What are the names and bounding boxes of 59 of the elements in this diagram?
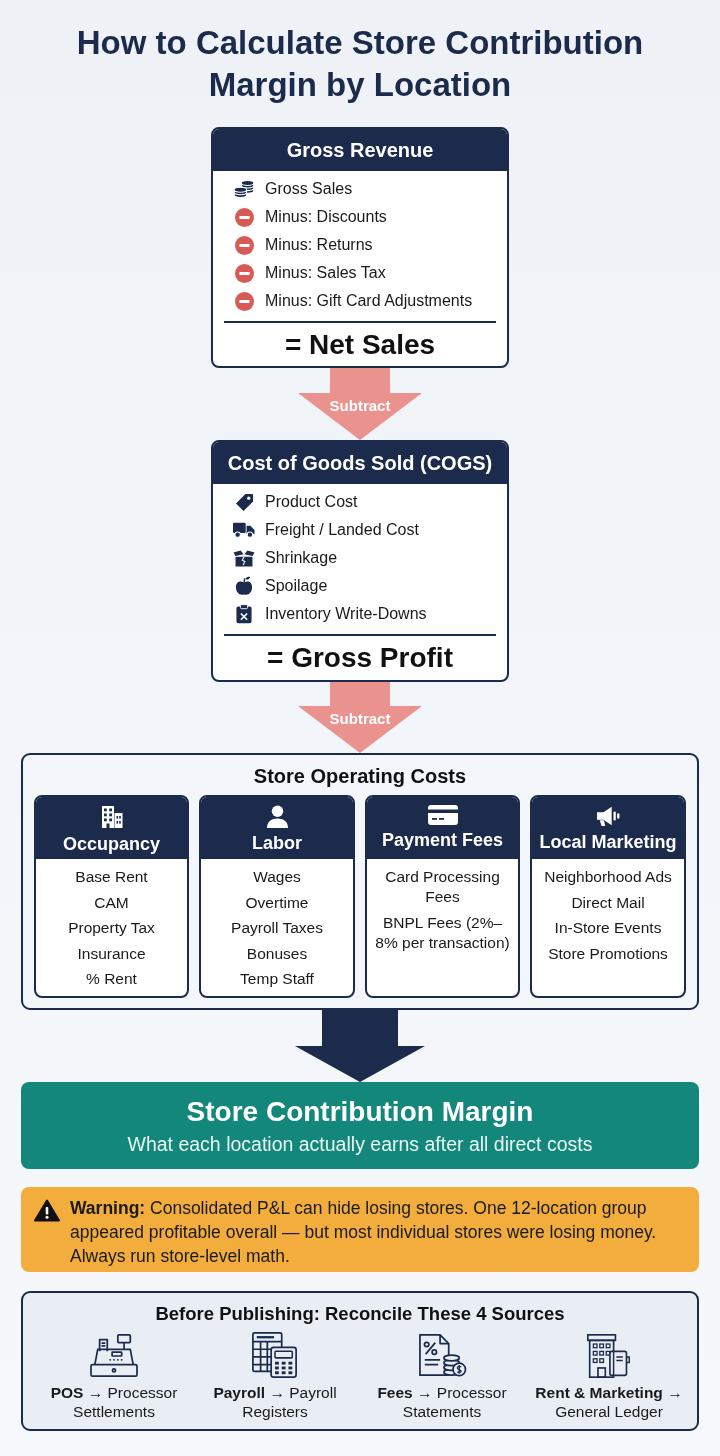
calculation-card bbox=[211, 440, 509, 682]
card-title: Local Marketing bbox=[539, 831, 677, 854]
source-label: Rent & Marketing → General Ledger bbox=[534, 1383, 684, 1421]
group-title: Store Operating Costs bbox=[253, 764, 467, 788]
category-card bbox=[34, 795, 189, 998]
list-item: Card Processing Fees bbox=[384, 867, 501, 907]
total-label: = Gross Profit bbox=[267, 640, 453, 675]
arrow bbox=[298, 368, 422, 440]
total-label: = Net Sales bbox=[284, 327, 436, 362]
list-item: Minus: Sales Tax bbox=[265, 263, 386, 283]
list-item: Minus: Discounts bbox=[265, 207, 387, 227]
list-item: Bonuses bbox=[246, 943, 308, 964]
list-item: Minus: Returns bbox=[265, 235, 373, 255]
list-item: Property Tax bbox=[68, 918, 155, 938]
card-title: Labor bbox=[252, 832, 302, 855]
checklist-panel bbox=[21, 1291, 699, 1431]
list-item: Insurance bbox=[77, 943, 146, 964]
group-panel bbox=[21, 753, 699, 1010]
list-item: Wages bbox=[253, 867, 301, 887]
calculation-card bbox=[211, 127, 509, 368]
arrow bbox=[298, 682, 422, 753]
list-item: Inventory Write-Downs bbox=[265, 604, 427, 624]
list-item: CAM bbox=[94, 892, 129, 913]
list-item: Spoilage bbox=[265, 576, 328, 596]
list-item: Minus: Gift Card Adjustments bbox=[265, 291, 473, 311]
list-item: In-Store Events bbox=[554, 918, 662, 938]
list-item: Shrinkage bbox=[265, 548, 338, 568]
card-title: Occupancy bbox=[62, 833, 160, 856]
list-item: Payroll Taxes bbox=[231, 918, 323, 938]
arrow bbox=[295, 1010, 425, 1082]
source-label: Fees → Processor Statements bbox=[376, 1383, 508, 1421]
list-item: Neighborhood Ads bbox=[544, 867, 672, 887]
list-item: Store Promotions bbox=[548, 943, 668, 964]
category-card bbox=[365, 795, 520, 998]
category-card bbox=[530, 795, 686, 998]
card-title: Payment Fees bbox=[381, 829, 504, 852]
source-label: POS → Processor Settlements bbox=[49, 1383, 179, 1421]
list-item: % Rent bbox=[86, 969, 137, 989]
card-title: Gross Revenue bbox=[286, 138, 434, 162]
list-item: Freight / Landed Cost bbox=[265, 520, 419, 540]
list-item: Product Cost bbox=[265, 492, 358, 512]
list-item: Temp Staff bbox=[240, 969, 314, 989]
source-label: Payroll → Payroll Registers bbox=[212, 1383, 338, 1421]
list-item: Overtime bbox=[245, 892, 309, 913]
panel-title: Before Publishing: Reconcile These 4 Sources bbox=[155, 1302, 565, 1326]
edge-label: Subtract bbox=[329, 709, 391, 727]
category-card bbox=[199, 795, 355, 998]
list-item: Direct Mail bbox=[571, 892, 645, 913]
edge-label: Subtract bbox=[329, 396, 391, 414]
warning-banner bbox=[21, 1187, 699, 1272]
list-item: Gross Sales bbox=[265, 179, 353, 199]
title: How to Calculate Store Contribution Margin by Location bbox=[75, 23, 645, 105]
warning-text: Warning: Consolidated P&L can hide losing stores. One 12-location group appeared profitable overall — but most individual stores were losing money. Always run store-level math. bbox=[70, 1197, 658, 1268]
card-title: Cost of Goods Sold (COGS) bbox=[227, 451, 493, 475]
list-item: BNPL Fees (2%–8% per transaction) bbox=[374, 912, 511, 953]
banner-title: Store Contribution Margin bbox=[186, 1095, 534, 1129]
list-item: Base Rent bbox=[75, 867, 148, 887]
result-banner bbox=[21, 1082, 699, 1169]
banner-subtitle: What each location actually earns after all direct costs bbox=[127, 1132, 593, 1157]
